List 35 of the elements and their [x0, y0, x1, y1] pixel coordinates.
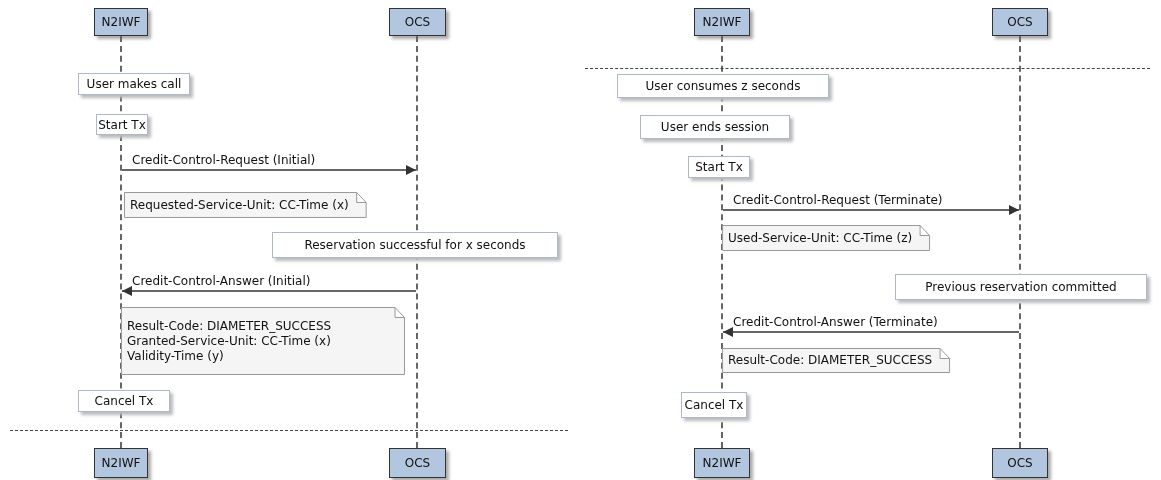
action-label: Start Tx [96, 114, 148, 135]
note-text: Result-Code: DIAMETER_SUCCESS [127, 318, 333, 334]
participant-label: OCS [992, 448, 1048, 478]
action-label: Previous reservation committed [895, 274, 1147, 300]
participant-label: N2IWF [94, 8, 148, 36]
participant-label: N2IWF [694, 448, 750, 478]
participant-label: OCS [992, 8, 1048, 36]
note-box [121, 307, 405, 375]
participant-label: N2IWF [94, 448, 148, 478]
action-label: Cancel Tx [681, 392, 747, 418]
note-box [722, 225, 931, 251]
note-text: Result-Code: DIAMETER_SUCCESS [728, 353, 933, 368]
participant-label: OCS [389, 448, 446, 478]
note-text: Validity-Time (y) [127, 348, 225, 364]
edge-label: Credit-Control-Request (Initial) [132, 153, 316, 167]
note-box [124, 192, 367, 218]
note-box [722, 348, 951, 373]
message-arrow [121, 165, 417, 175]
action-label: Reservation successful for x seconds [272, 232, 558, 258]
edge-label: Credit-Control-Request (Terminate) [733, 193, 943, 207]
action-label: User consumes z seconds [617, 74, 829, 98]
participant-label: N2IWF [694, 8, 750, 36]
note-text: Granted-Service-Unit: CC-Time (x) [127, 333, 332, 349]
action-label: Start Tx [688, 156, 750, 178]
participant-label: OCS [389, 8, 446, 36]
message-arrow [722, 205, 1020, 215]
action-label: User ends session [640, 115, 790, 139]
action-label: Cancel Tx [78, 390, 170, 412]
message-arrow [722, 327, 1020, 337]
edge-label: Credit-Control-Answer (Initial) [132, 274, 311, 288]
note-text: Requested-Service-Unit: CC-Time (x) [130, 197, 349, 213]
message-arrow [121, 286, 417, 296]
edge-label: Credit-Control-Answer (Terminate) [733, 315, 938, 329]
action-label: User makes call [78, 73, 190, 95]
note-text: Used-Service-Unit: CC-Time (z) [728, 230, 913, 246]
